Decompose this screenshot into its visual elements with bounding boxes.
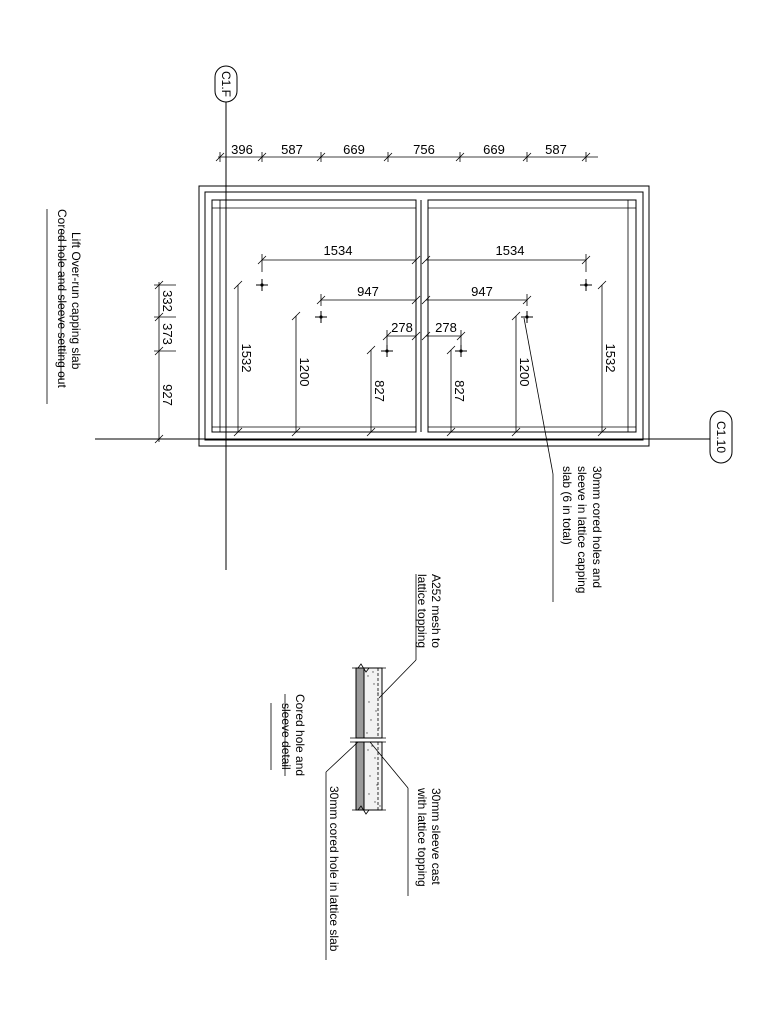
cored-hole-marker	[580, 279, 592, 291]
cored-hole-marker	[455, 345, 467, 357]
interior-vertical-dimensions: 1532 1200 827 827 1200 1532	[233, 280, 618, 437]
dim-top-756: 756	[413, 142, 435, 157]
detail-title-line2: sleeve detail	[279, 703, 293, 770]
detail-mesh-line1: A252 mesh to	[429, 574, 443, 648]
grid-lines: C1.F C1.10	[95, 65, 733, 570]
dim-left-332: 332	[160, 290, 175, 312]
cored-hole-marker	[381, 345, 393, 357]
dim-top-669-left: 669	[343, 142, 365, 157]
gridline-label-c110: C1.10	[714, 421, 728, 453]
dim-left-927: 927	[160, 384, 175, 406]
slab-outline	[198, 185, 650, 447]
cored-hole-marker	[256, 279, 268, 291]
dim-1534-right: 1534	[496, 243, 525, 258]
detail-sleeve-line2: with lattice topping	[415, 787, 429, 887]
interior-horizontal-dimensions: 1534 1534 947 947 278 278	[257, 243, 591, 346]
plan-note-line1: 30mm cored holes and	[590, 466, 604, 588]
dim-278-right: 278	[435, 320, 457, 335]
title-line1: Lift Over-run capping slab	[69, 232, 83, 370]
slab-outer-edge	[198, 185, 650, 447]
detail-title-line1: Cored hole and	[293, 694, 307, 776]
detail-mesh-line2: lattice topping	[415, 574, 429, 648]
cored-holes	[256, 279, 592, 357]
cored-hole-marker	[521, 311, 533, 323]
dim-top-396: 396	[231, 142, 253, 157]
lattice-slab-lower	[355, 741, 365, 811]
dim-947-left: 947	[357, 284, 379, 299]
title-line2: Cored hole and sleeve setting out	[55, 209, 69, 388]
lattice-topping-lower	[363, 741, 383, 811]
slab-inner-edge	[204, 191, 644, 441]
dim-1532-right: 1532	[603, 344, 618, 373]
plan-note-line3: slab (6 in total)	[560, 466, 574, 545]
lift-shaft-left	[211, 199, 417, 433]
plan-note: 30mm cored holes and sleeve in lattice c…	[523, 317, 604, 602]
gridline-bubble-right: C1.10	[709, 410, 733, 464]
dim-top-587-right: 587	[545, 142, 567, 157]
gridline-bubble-top: C1.F	[214, 65, 238, 103]
plan-note-line2: sleeve in lattice capping	[575, 466, 589, 593]
lift-shaft-right	[427, 199, 637, 433]
dim-827-right: 827	[452, 380, 467, 402]
detail-sleeve-line1: 30mm sleeve cast	[429, 788, 443, 885]
gridline-label-c1f: C1.F	[219, 71, 233, 97]
dim-top-669-right: 669	[483, 142, 505, 157]
detail-cored-hole: 30mm cored hole in lattice slab	[327, 786, 341, 952]
dim-1200-left: 1200	[297, 358, 312, 387]
left-dimension-string: 332 373 927	[154, 280, 176, 444]
dim-827-left: 827	[372, 380, 387, 402]
sleeve-detail: A252 mesh to lattice topping 30mm sleeve…	[270, 574, 443, 960]
top-dimension-string: 396 587 669 756 669 587	[215, 142, 598, 162]
dim-1532-left: 1532	[239, 344, 254, 373]
dim-1534-left: 1534	[324, 243, 353, 258]
dim-left-373: 373	[160, 323, 175, 345]
drawing-title: Lift Over-run capping slab Cored hole an…	[46, 209, 83, 404]
dim-top-587-left: 587	[281, 142, 303, 157]
dim-947-right: 947	[471, 284, 493, 299]
lattice-slab-upper	[355, 667, 365, 739]
cored-hole-marker	[315, 311, 327, 323]
dim-1200-right: 1200	[517, 358, 532, 387]
dim-278-left: 278	[391, 320, 413, 335]
